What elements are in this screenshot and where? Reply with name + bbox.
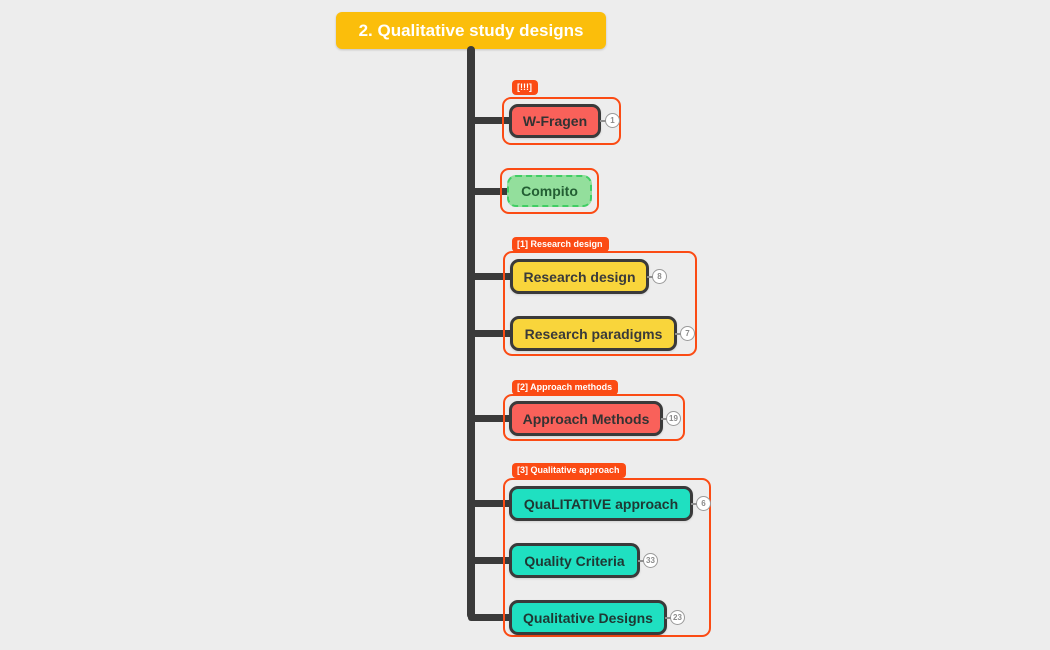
branch-connector: [468, 330, 514, 337]
branch-connector: [468, 415, 513, 422]
child-count-badge-research-paradigms[interactable]: 7: [675, 326, 695, 341]
badge-count: 1: [610, 116, 615, 125]
node-label: Approach Methods: [522, 410, 650, 427]
node-qualitative-approach[interactable]: QuaLITATIVE approach: [509, 486, 693, 521]
node-research-design[interactable]: Research design: [510, 259, 649, 294]
badge-count: 19: [669, 414, 678, 423]
node-label: QuaLITATIVE approach: [523, 495, 679, 512]
badge-count: 8: [657, 272, 662, 281]
root-node-label: 2. Qualitative study designs: [358, 20, 584, 40]
boundary-w-fragen: [502, 97, 621, 145]
boundary-compito: [500, 168, 599, 214]
boundary-qualitative-approach: [503, 478, 711, 637]
node-approach-methods[interactable]: Approach Methods: [509, 401, 663, 436]
branch-connector: [468, 500, 513, 507]
child-count-badge-qualitative-designs[interactable]: 23: [665, 610, 685, 625]
branch-connector: [468, 188, 511, 195]
node-w-fragen[interactable]: W-Fragen: [509, 104, 601, 138]
badge-count: 23: [673, 613, 682, 622]
node-research-paradigms[interactable]: Research paradigms: [510, 316, 677, 351]
node-label: Research paradigms: [524, 325, 663, 342]
node-quality-criteria[interactable]: Quality Criteria: [509, 543, 640, 578]
node-label: Quality Criteria: [524, 552, 625, 569]
root-node[interactable]: 2. Qualitative study designs: [336, 12, 606, 49]
badge-count: 6: [701, 499, 706, 508]
child-count-badge-w-fragen[interactable]: 1: [600, 113, 620, 128]
node-qualitative-designs[interactable]: Qualitative Designs: [509, 600, 667, 635]
badge-count: 33: [646, 556, 655, 565]
boundary-approach-methods: [503, 394, 685, 441]
branch-connector: [468, 273, 514, 280]
child-count-badge-approach-methods[interactable]: 19: [661, 411, 681, 426]
node-compito[interactable]: Compito: [507, 175, 592, 207]
child-count-badge-quality-criteria[interactable]: 33: [638, 553, 658, 568]
child-count-badge-research-design[interactable]: 8: [647, 269, 667, 284]
node-label: W-Fragen: [522, 113, 588, 129]
child-count-badge-qualitative-approach[interactable]: 6: [691, 496, 711, 511]
boundary-research-design: [503, 251, 697, 356]
badge-count: 7: [685, 329, 690, 338]
branch-connector: [468, 117, 513, 124]
node-label: Research design: [523, 268, 636, 285]
boundary-tag-approach-methods: [2] Approach methods: [512, 380, 619, 395]
boundary-tag-exclamation: [!!!]: [512, 80, 538, 95]
branch-connector: [468, 614, 513, 621]
boundary-tag-qualitative-approach: [3] Qualitative approach: [512, 463, 626, 478]
node-label: Qualitative Designs: [523, 609, 653, 626]
branch-connector: [468, 557, 513, 564]
boundary-tag-research-design: [1] Research design: [512, 237, 609, 252]
node-label: Compito: [521, 183, 578, 199]
